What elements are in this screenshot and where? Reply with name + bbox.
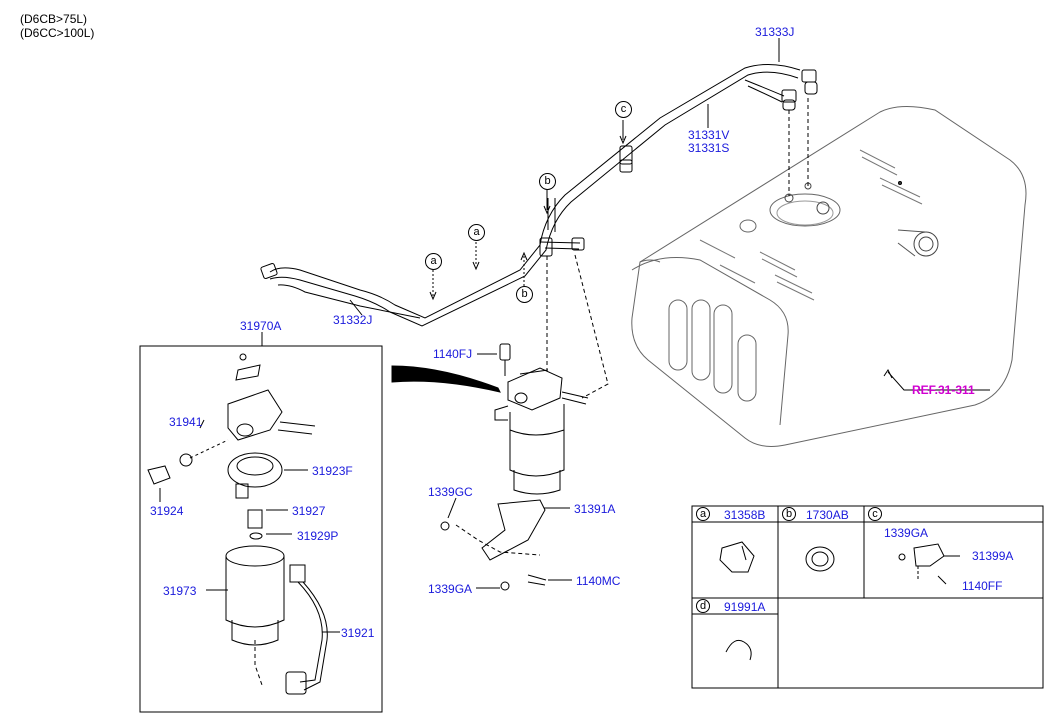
callout-b-upper: b xyxy=(539,173,556,190)
part-label-31921[interactable]: 31921 xyxy=(341,626,375,640)
legend-bracket-drawing xyxy=(898,543,960,585)
legend-part-91991A[interactable]: 91991A xyxy=(724,600,766,614)
legend-clip-drawing xyxy=(719,541,755,573)
part-label-31927[interactable]: 31927 xyxy=(292,504,326,518)
part-label-31941[interactable]: 31941 xyxy=(169,415,203,429)
legend-part-31358B[interactable]: 31358B xyxy=(724,508,766,522)
legend-part-1339GA[interactable]: 1339GA xyxy=(884,526,929,540)
part-label-31331V[interactable]: 31331V xyxy=(688,128,730,142)
fuel-lines-drawing xyxy=(269,64,801,327)
part-label-1339GA[interactable]: 1339GA xyxy=(428,582,473,596)
callout-c: c xyxy=(615,101,632,118)
variant-note-2: (D6CC>100L) xyxy=(20,26,95,40)
part-label-31391A[interactable]: 31391A xyxy=(574,502,616,516)
legend-letter-b: b xyxy=(782,507,796,521)
part-label-31923F[interactable]: 31923F xyxy=(312,464,353,478)
callout-b-lower: b xyxy=(516,286,533,303)
part-label-31331S[interactable]: 31331S xyxy=(688,141,730,155)
fuel-filter-assembly-drawing xyxy=(391,343,589,495)
legend-part-1730AB[interactable]: 1730AB xyxy=(806,508,849,522)
part-label-31333J[interactable]: 31333J xyxy=(755,25,795,39)
legend-part-31399A[interactable]: 31399A xyxy=(972,549,1014,563)
filter-detail-box xyxy=(139,345,383,713)
reference-link[interactable]: REF.31-311 xyxy=(912,383,975,397)
part-label-1140FJ[interactable]: 1140FJ xyxy=(433,347,473,361)
legend-letter-a: a xyxy=(696,507,710,521)
part-label-31924[interactable]: 31924 xyxy=(150,504,184,518)
callout-a-lower: a xyxy=(425,253,442,270)
fuel-tank-drawing xyxy=(631,106,1027,447)
part-label-31332J[interactable]: 31332J xyxy=(333,313,373,327)
part-label-31929P[interactable]: 31929P xyxy=(297,529,339,543)
legend-table-lines xyxy=(691,505,1044,689)
fitting-drawing xyxy=(260,69,818,279)
legend-letter-c: c xyxy=(868,507,882,521)
legend-part-1140FF[interactable]: 1140FF xyxy=(962,579,1003,593)
filter-detail-drawing xyxy=(147,353,328,695)
legend-clamp-drawing xyxy=(725,639,752,661)
part-label-31970A[interactable]: 31970A xyxy=(240,319,282,333)
legend-grommet-drawing xyxy=(805,546,835,572)
part-label-31973[interactable]: 31973 xyxy=(163,584,197,598)
legend-letter-d: d xyxy=(696,599,710,613)
bracket-drawing xyxy=(440,499,547,591)
callout-a-upper: a xyxy=(468,224,485,241)
part-label-1339GC[interactable]: 1339GC xyxy=(428,485,473,499)
variant-note-1: (D6CB>75L) xyxy=(20,12,88,26)
part-label-1140MC[interactable]: 1140MC xyxy=(576,574,621,588)
